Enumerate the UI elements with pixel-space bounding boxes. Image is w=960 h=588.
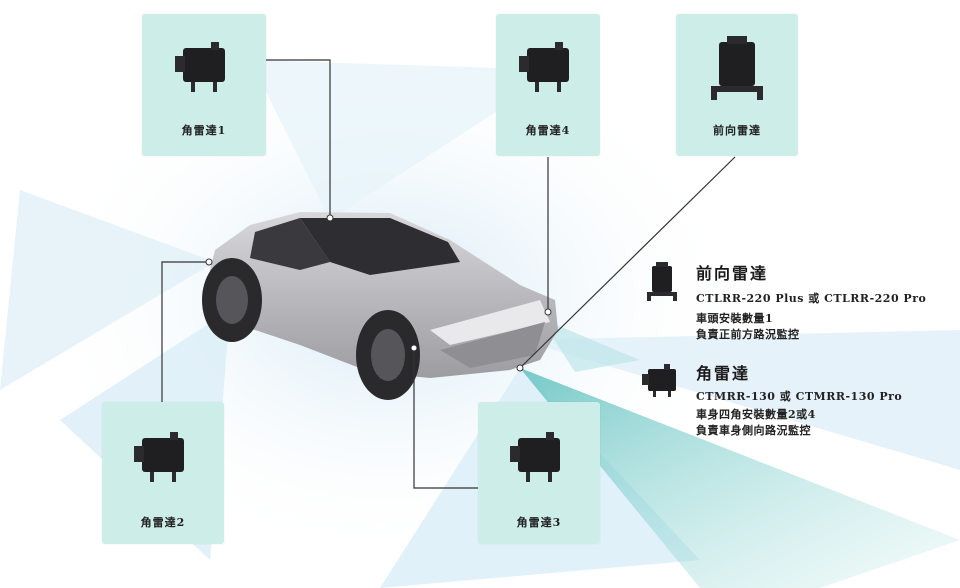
legend-models: CTMRR-130 或 CTMRR-130 Pro [696, 390, 903, 403]
wheel-rear-rim [216, 276, 248, 324]
car-windshield [300, 218, 460, 275]
beam-teal-right [540, 318, 640, 372]
card-corner-radar-2: 角雷達2 [102, 402, 224, 544]
wheel-front-rim [371, 329, 405, 381]
car-headlight [430, 300, 550, 345]
sensor-dots [205, 214, 552, 372]
front-radar-device-icon [711, 36, 763, 100]
legend-install-count: 車身四角安裝數量2或4 [696, 408, 816, 421]
dot-corner1 [326, 214, 334, 222]
corner-radar-icon [642, 364, 676, 397]
legend-install-count: 車頭安裝數量1 [696, 312, 774, 325]
card-label: 前向雷達 [713, 124, 761, 137]
beam-right [520, 330, 960, 470]
card-corner-radar-1: 角雷達1 [142, 14, 266, 156]
card-label: 角雷達1 [181, 124, 227, 137]
corner-radar-device-icon [510, 432, 560, 482]
card-label: 角雷達4 [525, 124, 571, 137]
legend-corner-radar: 角雷達 CTMRR-130 或 CTMRR-130 Pro 車身四角安裝數量2或… [640, 360, 950, 450]
leader-corner3 [413, 348, 478, 489]
card-label: 角雷達2 [140, 516, 186, 529]
beam-top [250, 60, 560, 220]
front-radar-icon [647, 262, 677, 301]
car [202, 212, 558, 400]
car-bumper [440, 322, 545, 368]
dot-corner2 [205, 258, 213, 266]
legend-duty: 負責正前方路況監控 [696, 328, 800, 341]
dot-corner3 [410, 344, 418, 352]
legend-title: 角雷達 [696, 364, 751, 383]
corner-radar-device-icon [519, 42, 569, 92]
leader-corner1 [266, 59, 331, 218]
card-corner-radar-4: 角雷達4 [496, 14, 600, 156]
legend-front-radar: 前向雷達 CTLRR-220 Plus 或 CTLRR-220 Pro 車頭安裝… [644, 258, 944, 348]
leader-lines [161, 59, 736, 489]
corner-radar-device-icon [175, 42, 225, 92]
legend-duty: 負責車身側向路況監控 [696, 424, 811, 437]
car-side-window [250, 218, 330, 270]
card-label: 角雷達3 [516, 516, 562, 529]
card-front-radar: 前向雷達 [676, 14, 798, 156]
beam-left [0, 190, 215, 390]
legend-models: CTLRR-220 Plus 或 CTLRR-220 Pro [696, 292, 927, 305]
beam-teal-front [520, 368, 960, 588]
leader-front [519, 156, 736, 369]
corner-radar-device-icon [134, 432, 184, 482]
legend-title: 前向雷達 [696, 264, 769, 283]
dot-corner4 [544, 308, 552, 316]
leader-corner2 [161, 261, 209, 402]
dot-front [516, 364, 524, 372]
card-corner-radar-3: 角雷達3 [478, 402, 600, 544]
